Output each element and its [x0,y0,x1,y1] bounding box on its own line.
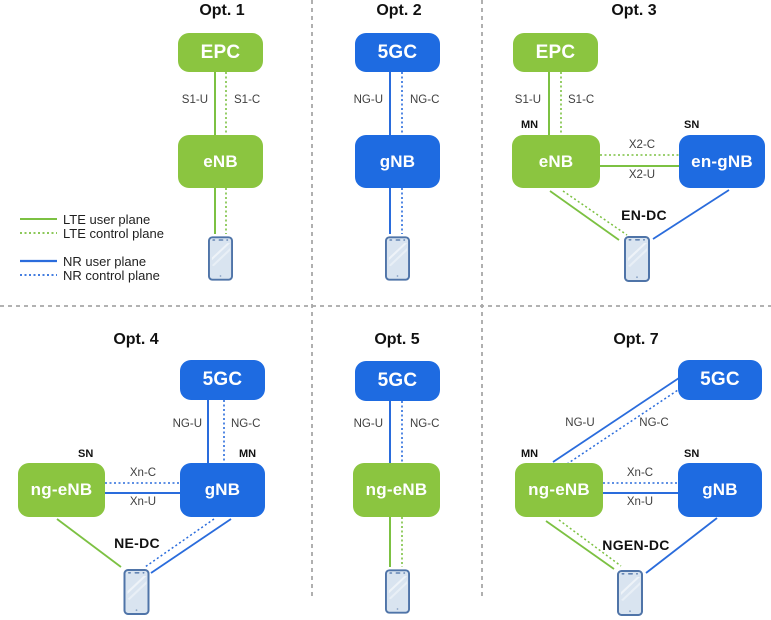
node-5gc-opt7: 5GC [678,360,762,400]
role-label-sn-opt4: SN [78,448,94,460]
link-label-x2c-opt3: X2-C [628,139,656,151]
legend-label-lte-control: LTE control plane [63,226,164,241]
node-gnb-opt4: gNB [180,463,265,517]
legend-label-nr-user: NR user plane [63,254,147,269]
node-ngenb-opt7: ng-eNB [515,463,603,517]
ue-phone-icon [385,236,410,281]
role-label-mn-opt4: MN [239,448,257,460]
node-5gc-opt5: 5GC [355,361,440,401]
node-gnb-opt7: gNB [678,463,762,517]
dc-label-endc-opt3: EN-DC [621,207,667,223]
node-enb-opt1: eNB [178,135,263,188]
link-label-s1c-opt3: S1-C [568,94,595,106]
panel-title-opt7: Opt. 7 [613,331,659,348]
opt4-gnb-ue-user-line [150,518,232,574]
node-5gc-opt4: 5GC [180,360,265,400]
node-5gc-opt2: 5GC [355,33,440,72]
link-label-s1u-opt1: S1-U [181,94,208,106]
link-label-xnu-opt4: Xn-U [129,496,157,508]
link-label-ngc-opt2: NG-C [410,94,440,106]
node-enb-opt3: eNB [512,135,600,188]
link-label-xnc-opt7: Xn-C [626,467,654,479]
panel-title-opt3: Opt. 3 [611,2,657,19]
role-label-mn-opt3: MN [521,119,539,131]
link-label-s1u-opt3: S1-U [514,94,541,106]
link-label-ngu-opt5: NG-U [353,418,383,430]
opt3-enb-ue-user-line [549,190,620,241]
link-label-xnc-opt4: Xn-C [129,467,157,479]
link-label-ngc-opt7: NG-C [639,417,669,429]
ue-phone-icon [123,569,150,615]
panel-title-opt1: Opt. 1 [199,2,245,19]
link-label-ngc-opt5: NG-C [410,418,440,430]
opt3-engnb-ue-user-line [652,189,730,240]
link-label-ngu-opt2: NG-U [353,94,383,106]
panel-title-opt2: Opt. 2 [376,2,422,19]
ue-phone-icon [208,236,233,281]
ue-phone-icon [385,569,410,614]
link-label-ngu-opt7: NG-U [565,417,595,429]
ue-phone-icon [624,236,650,282]
role-label-mn-opt7: MN [521,448,539,460]
opt7-ngenb-ue-user-line [545,520,615,570]
link-label-x2u-opt3: X2-U [628,169,656,181]
node-epc-opt3: EPC [513,33,598,72]
dc-label-nedc-opt4: NE-DC [114,535,160,551]
legend-label-nr-control: NR control plane [63,268,160,283]
link-label-ngu-opt4: NG-U [172,418,202,430]
link-label-s1c-opt1: S1-C [234,94,261,106]
role-label-sn-opt7: SN [684,448,700,460]
panel-title-opt5: Opt. 5 [374,331,420,348]
node-ngenb-opt4: ng-eNB [18,463,105,517]
node-engnb-opt3: en-gNB [679,135,765,188]
opt7-gnb-ue-user-line [645,517,718,574]
node-gnb-opt2: gNB [355,135,440,188]
link-label-ngc-opt4: NG-C [231,418,261,430]
opt3-enb-ue-control-line [562,190,628,236]
ue-phone-icon [617,570,643,616]
opt7-ngu-diagonal-line [552,377,680,463]
opt4-ngenb-ue-user-line [56,518,122,568]
panel-title-opt4: Opt. 4 [113,331,159,348]
opt4-gnb-ue-control-line [144,518,215,568]
node-epc-opt1: EPC [178,33,263,72]
role-label-sn-opt3: SN [684,119,700,131]
legend-label-lte-user: LTE user plane [63,212,151,227]
node-ngenb-opt5: ng-eNB [353,463,440,517]
dc-label-ngendc-opt7: NGEN-DC [602,537,670,553]
opt7-ngenb-ue-control-line [558,519,622,567]
link-label-xnu-opt7: Xn-U [626,496,654,508]
